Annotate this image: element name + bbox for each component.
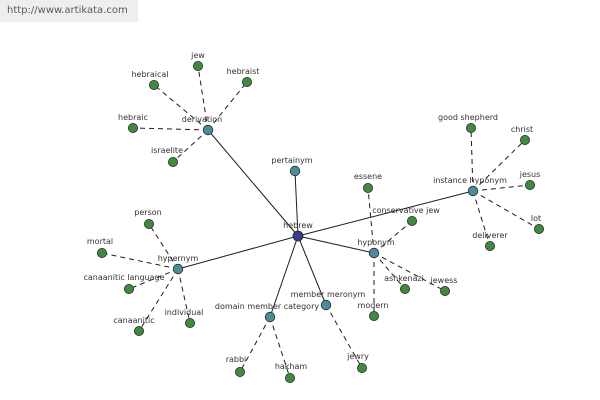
edge-hyponym-conservative-jew [373, 220, 413, 254]
hebrew-label: hebrew [283, 221, 313, 230]
edge-hebrew-hypernym [177, 235, 299, 270]
edge-hebrew-derivation [207, 129, 299, 237]
essene-label: essene [354, 172, 382, 181]
hebrew-center-node[interactable] [292, 230, 304, 242]
good-shepherd-term-node[interactable] [465, 123, 476, 134]
edge-hypernym-canaanitic [138, 268, 179, 332]
hebraist-term-node[interactable] [241, 77, 252, 88]
canaanitic-term-node[interactable] [133, 325, 144, 336]
instance-hyponym-label: instance hyponym [433, 176, 507, 185]
individual-label: individual [165, 308, 204, 317]
hypernym-label: hypernym [158, 254, 199, 263]
hyponym-label: hyponym [357, 238, 395, 247]
jewess-label: jewess [430, 276, 458, 285]
hebraic-term-node[interactable] [127, 123, 138, 134]
domain-member-category-relation-node[interactable] [264, 311, 276, 323]
edge-derivation-hebraic [132, 127, 209, 131]
edge-instance-hyponym-deliverer [472, 190, 491, 247]
hakham-term-node[interactable] [284, 372, 295, 383]
derivation-relation-node[interactable] [202, 124, 214, 136]
edge-hebrew-domain-member-category [269, 235, 299, 318]
conservative-jew-label: conservative jew [372, 206, 440, 215]
jewry-label: jewry [346, 352, 369, 361]
edge-hypernym-mortal [101, 252, 179, 270]
derivation-label: derivation [182, 115, 222, 124]
edge-hebrew-pertainym [294, 170, 299, 237]
edge-hebrew-member-meronym [297, 235, 327, 306]
christ-term-node[interactable] [520, 134, 531, 145]
labels-layer: jew hebraist hebraical hebraic israelite good… [83, 51, 541, 371]
edge-instance-hyponym-good-shepherd [470, 127, 474, 192]
edge-instance-hyponym-christ [472, 139, 526, 192]
conservative-jew-term-node[interactable] [406, 215, 417, 226]
lot-label: lot [531, 214, 541, 223]
edge-domain-member-category-rabbi [239, 316, 271, 373]
deliverer-term-node[interactable] [484, 240, 495, 251]
hebraical-label: hebraical [131, 70, 168, 79]
hyponym-relation-node[interactable] [368, 247, 380, 259]
instance-hyponym-relation-node[interactable] [467, 185, 479, 197]
modern-label: modern [358, 301, 389, 310]
edge-hebrew-hyponym [297, 235, 375, 254]
edge-derivation-jew [197, 65, 209, 131]
canaanitic-label: canaanitic [113, 316, 154, 325]
rabbi-term-node[interactable] [234, 366, 245, 377]
ashkenazi-term-node[interactable] [399, 283, 410, 294]
rabbi-label: rabbi [226, 355, 247, 364]
israelite-term-node[interactable] [167, 156, 178, 167]
edge-member-meronym-jewry [325, 304, 363, 369]
jew-term-node[interactable] [192, 61, 203, 72]
jewry-term-node[interactable] [356, 362, 367, 373]
edges-layer [101, 65, 540, 379]
jesus-label: jesus [519, 170, 541, 179]
hebraical-term-node[interactable] [148, 80, 159, 91]
canaanitic-language-label: canaanitic language [83, 273, 164, 282]
mortal-label: mortal [87, 237, 113, 246]
hebraic-label: hebraic [118, 113, 148, 122]
edge-domain-member-category-hakham [269, 316, 291, 379]
christ-label: christ [511, 125, 533, 134]
edge-instance-hyponym-lot [472, 190, 540, 230]
edge-derivation-hebraical [153, 84, 209, 131]
modern-term-node[interactable] [368, 310, 379, 321]
jew-label: jew [190, 51, 205, 60]
pertainym-relation-node[interactable] [289, 165, 301, 177]
canaanitic-language-term-node[interactable] [124, 283, 135, 294]
person-label: person [134, 208, 161, 217]
hypernym-relation-node[interactable] [172, 263, 184, 275]
good-shepherd-label: good shepherd [438, 113, 498, 122]
watermark-url: http://www.artikata.com [0, 0, 138, 22]
edge-instance-hyponym-jesus [472, 184, 531, 192]
edge-hebrew-instance-hyponym [297, 190, 474, 237]
domain-member-category-label: domain member category [215, 302, 319, 311]
edge-hyponym-jewess [373, 252, 446, 292]
ashkenazi-label: ashkenazi [384, 274, 424, 283]
person-term-node[interactable] [143, 218, 154, 229]
essene-term-node[interactable] [362, 182, 373, 193]
mortal-term-node[interactable] [97, 247, 108, 258]
edge-derivation-hebraist [207, 81, 248, 131]
member-meronym-label: member meronym [291, 290, 366, 299]
jewess-term-node[interactable] [439, 285, 450, 296]
edge-hyponym-ashkenazi [373, 252, 406, 290]
hakham-label: hakham [275, 362, 308, 371]
pertainym-label: pertainym [271, 156, 312, 165]
israelite-label: israelite [151, 146, 183, 155]
nodes-layer [97, 61, 545, 383]
hebraist-label: hebraist [227, 67, 260, 76]
deliverer-label: deliverer [472, 231, 508, 240]
member-meronym-relation-node[interactable] [320, 299, 332, 311]
jesus-term-node[interactable] [525, 179, 536, 190]
edge-derivation-israelite [172, 129, 209, 163]
edge-hypernym-individual [177, 268, 191, 324]
individual-term-node[interactable] [184, 317, 195, 328]
edge-hyponym-essene [367, 187, 375, 254]
lot-term-node[interactable] [534, 223, 545, 234]
